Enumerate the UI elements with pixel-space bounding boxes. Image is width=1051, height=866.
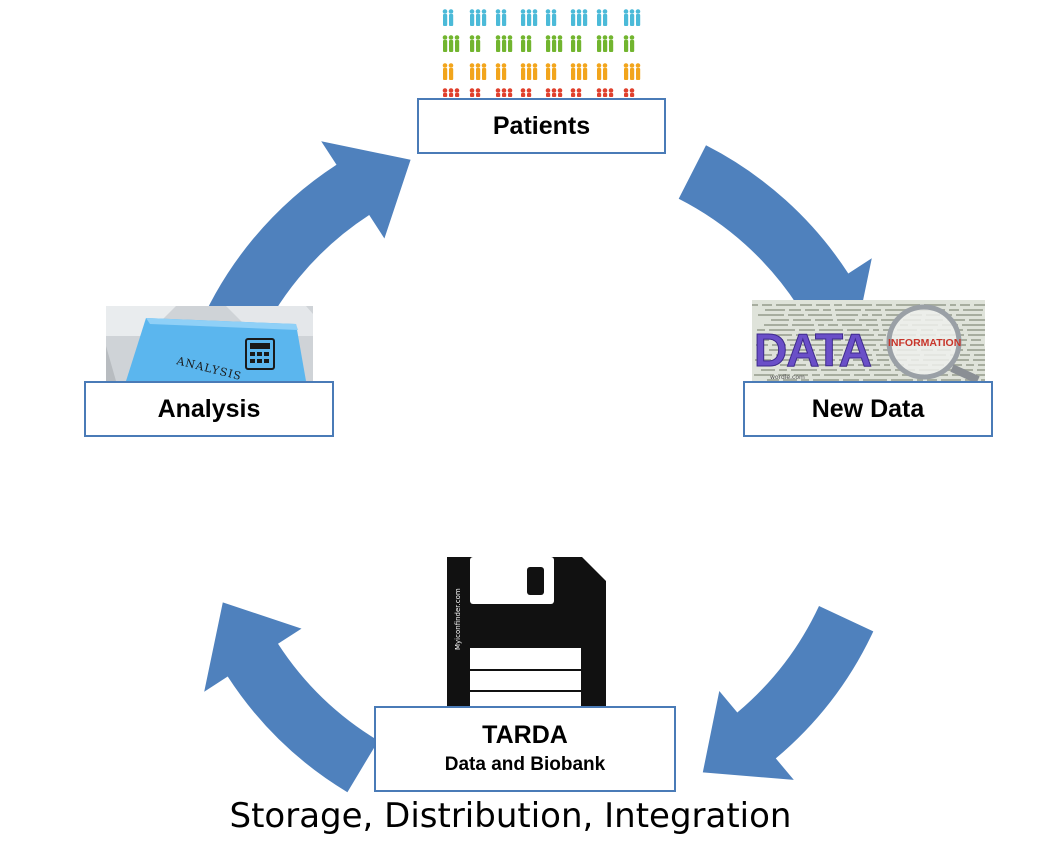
data-word: DATA	[754, 324, 871, 376]
arrow-patients-to-new-data	[678, 145, 872, 348]
disk-watermark: Myiconfinder.com	[454, 588, 462, 650]
information-word: INFORMATION	[888, 337, 961, 349]
diagram-caption: Storage, Distribution, Integration	[229, 796, 792, 836]
analysis-keyboard-image: ANALYSIS	[106, 306, 313, 381]
data-word-cloud-image: DATA INFORMATION wordle.com	[752, 300, 985, 381]
data-watermark: wordle.com	[770, 374, 805, 381]
node-tarda-sublabel: Data and Biobank	[444, 753, 606, 775]
arrow-new-data-to-tarda	[702, 606, 874, 780]
arrow-analysis-to-patients	[194, 141, 411, 359]
node-analysis: Analysis	[84, 381, 334, 437]
node-tarda-label: TARDA	[482, 721, 568, 750]
node-new-data-label: New Data	[811, 394, 925, 423]
node-patients: Patients	[417, 98, 666, 154]
node-tarda: TARDA Data and Biobank	[374, 706, 676, 792]
node-analysis-label: Analysis	[157, 394, 261, 423]
node-new-data: New Data	[743, 381, 993, 437]
arrow-tarda-to-analysis	[204, 602, 379, 793]
node-patients-label: Patients	[492, 111, 591, 140]
